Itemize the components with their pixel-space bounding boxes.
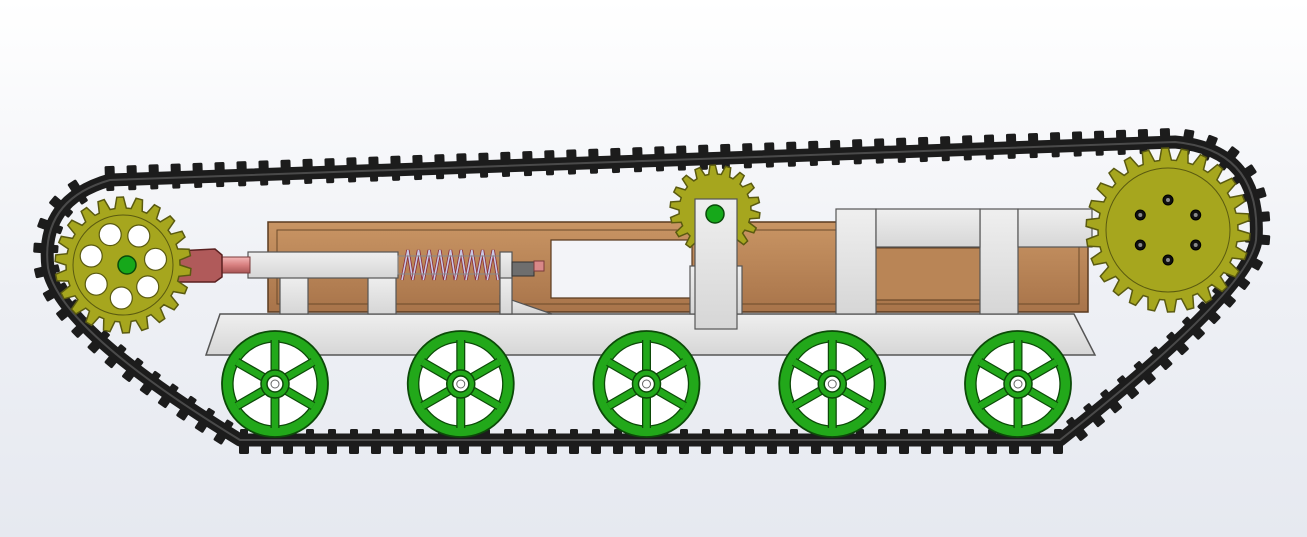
road-wheel (221, 330, 329, 438)
wheel-axle-bore (270, 379, 280, 389)
rear-sprocket-bolt-head (1166, 198, 1170, 202)
wood-box-window (550, 239, 693, 299)
spring-coil-highlight (465, 249, 478, 281)
spring-end-plate (499, 251, 513, 279)
wheel-axle-bore (642, 379, 651, 389)
spring-coil-highlight (475, 249, 489, 281)
spring-coil-highlight (433, 249, 446, 281)
spring-coil-highlight (422, 249, 435, 281)
front-sprocket-hole (143, 247, 168, 271)
rear-axle-arm (1017, 208, 1093, 248)
spring-coil-highlight (443, 249, 457, 281)
rear-sprocket-bolt-head (1193, 213, 1198, 217)
frame-post-left (279, 275, 309, 315)
idler-pivot-pin (705, 204, 725, 224)
rear-sprocket-bolt-head (1193, 243, 1198, 247)
wheel-axle-bore (456, 379, 466, 389)
spring-coil-highlight (454, 249, 467, 281)
rear-sprocket-bolt-head (1138, 213, 1143, 217)
adjust-nut (511, 261, 535, 277)
wheel-axle-bore (1013, 379, 1023, 389)
wood-inner-panel (875, 247, 981, 301)
front-sprocket-hole (109, 286, 133, 310)
rear-upright-a (835, 208, 877, 315)
tensioner-housing (247, 251, 399, 279)
front-sprocket-hole (127, 224, 151, 248)
frame-post-mid (367, 275, 397, 315)
rear-upright-b (979, 208, 1019, 315)
road-wheel (778, 330, 887, 438)
rod-tip (533, 260, 545, 272)
road-wheel (964, 330, 1072, 438)
road-wheel (592, 330, 701, 438)
spring-coil-highlight (486, 249, 499, 281)
front-pivot-pin (117, 255, 137, 275)
front-sprocket-hole (79, 244, 103, 268)
rear-sprocket-bolt-head (1138, 243, 1143, 247)
front-sprocket-hole (98, 223, 122, 247)
tension-spring (400, 249, 500, 281)
spring-coil-highlight (411, 249, 425, 281)
road-wheels (221, 330, 1072, 438)
front-sprocket-hole (136, 275, 160, 299)
track-belt-inner-line (46, 140, 1258, 441)
rear-sprocket-rim (1105, 167, 1231, 293)
crawler-track (33, 128, 1271, 454)
rear-drive-sprocket (1085, 147, 1251, 313)
road-wheel (406, 330, 515, 438)
frame-posts (279, 208, 1093, 315)
front-sprocket-hole (84, 272, 108, 296)
wheel-axle-bore (827, 379, 837, 389)
rear-sprocket-teeth (1085, 147, 1251, 313)
rear-sprocket-bolt-head (1166, 258, 1170, 262)
front-sprocket-rim (72, 214, 174, 316)
rear-upper-beam (875, 208, 981, 248)
spring-coil-highlight (401, 249, 414, 281)
tensioner-rod-front (221, 256, 251, 274)
frame-post-right (499, 275, 513, 315)
